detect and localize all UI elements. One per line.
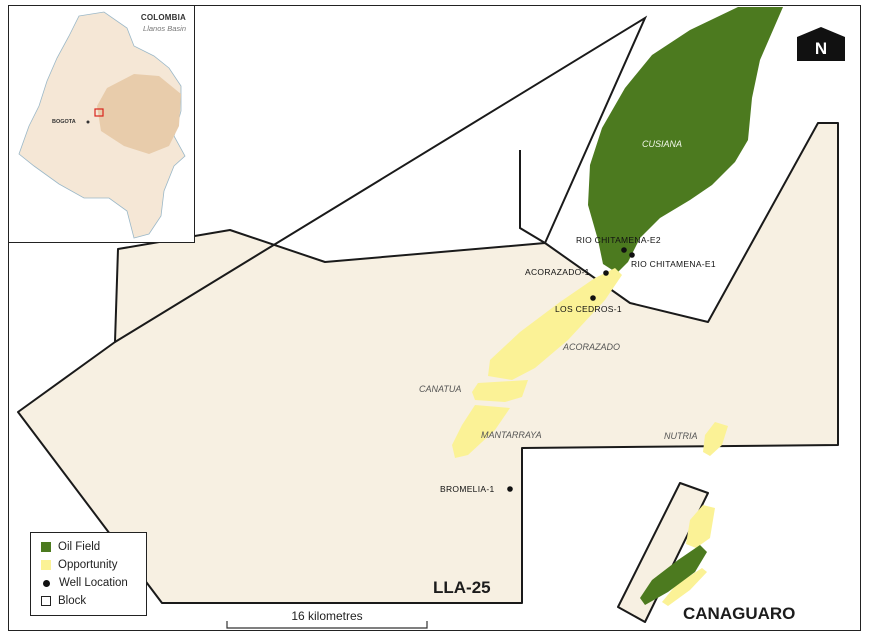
inset-map: COLOMBIA Llanos Basin BOGOTA (8, 5, 195, 243)
north-arrow-letter: N (814, 39, 828, 58)
well-dot-icon (43, 579, 50, 587)
legend-label: Oil Field (58, 541, 101, 553)
field-label-mantarraya: MANTARRAYA (481, 430, 542, 440)
block-notch-boundary (519, 150, 546, 244)
opportunity-canaguaro-2 (662, 568, 707, 606)
map-legend: Oil Field Opportunity Well Location Bloc… (30, 532, 147, 616)
scale-bar: 16 kilometres (227, 607, 427, 625)
opportunity-nutria (703, 422, 728, 456)
legend-label: Opportunity (58, 559, 118, 571)
block-label-lla25: LLA-25 (433, 578, 491, 597)
opportunity-mantarraya (452, 405, 510, 458)
opportunity-canaguaro-1 (686, 505, 715, 548)
block-lla25-polygon (17, 122, 839, 604)
block-swatch-icon (41, 596, 51, 606)
north-arrow-icon: N (797, 27, 845, 61)
inset-basin-shape (97, 74, 181, 154)
oil-field-canaguaro (640, 545, 707, 605)
opportunity-canatua (472, 380, 528, 402)
well-acorazado-1 (603, 270, 609, 276)
inset-capital-label: BOGOTA (52, 119, 76, 125)
inset-location-marker (94, 108, 104, 117)
well-label-los-cedros-1: LOS CEDROS-1 (555, 304, 622, 314)
well-rio-chitamena-e2 (621, 247, 627, 253)
well-bromelia-1 (507, 486, 513, 492)
inset-country-label: COLOMBIA (140, 13, 186, 22)
scale-bar-label: 16 kilometres (291, 609, 363, 623)
legend-label: Block (58, 595, 87, 607)
inset-country-svg (18, 11, 186, 239)
field-label-nutria: NUTRIA (664, 431, 698, 441)
oil-field-cusiana (588, 7, 783, 273)
scale-bar-line (226, 621, 428, 629)
legend-item-oil-field: Oil Field (41, 538, 146, 556)
field-label-canatua: CANATUA (419, 384, 462, 394)
legend-item-block: Block (41, 592, 146, 610)
oil-field-swatch-icon (41, 542, 51, 552)
inset-capital-dot (86, 120, 90, 124)
block-boundary-line (114, 15, 648, 343)
opportunity-acorazado (488, 268, 622, 380)
well-los-cedros-1 (590, 295, 596, 301)
opportunity-swatch-icon (41, 560, 51, 570)
legend-label: Well Location (59, 577, 128, 589)
legend-item-opportunity: Opportunity (41, 556, 146, 574)
inset-basin-label: Llanos Basin (143, 24, 186, 33)
well-label-rio-chitamena-e2: RIO CHITAMENA-E2 (576, 235, 661, 245)
well-label-bromelia-1: BROMELIA-1 (440, 484, 495, 494)
field-label-cusiana: CUSIANA (642, 139, 683, 149)
well-label-acorazado-1: ACORAZADO-1 (525, 267, 590, 277)
well-label-rio-chitamena-e1: RIO CHITAMENA-E1 (631, 259, 716, 269)
legend-item-well-location: Well Location (41, 574, 146, 592)
block-canaguaro-polygon (617, 482, 709, 623)
block-label-canaguaro: CANAGUARO (683, 604, 796, 623)
field-label-acorazado: ACORAZADO (563, 342, 621, 352)
well-rio-chitamena-e1 (629, 252, 635, 258)
